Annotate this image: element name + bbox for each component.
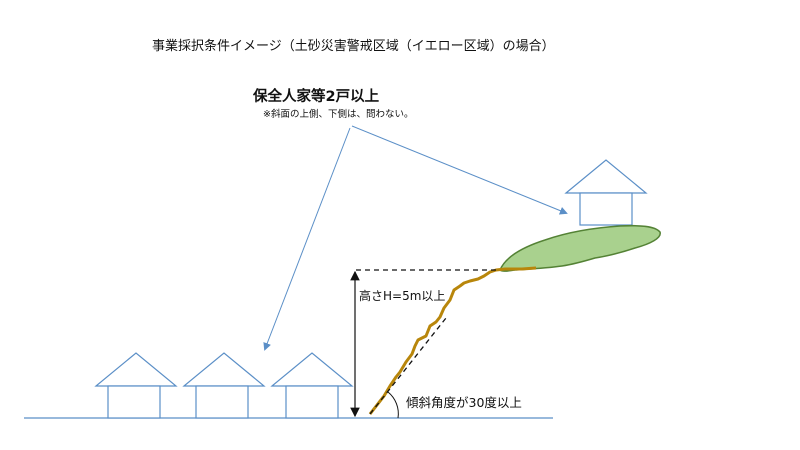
slope-surface xyxy=(368,266,537,415)
house-lower-1-icon xyxy=(94,352,178,419)
angle-label: 傾斜角度が30度以上 xyxy=(406,395,522,410)
arrow-to-lower-houses xyxy=(263,127,351,351)
vegetation-area xyxy=(499,224,661,272)
house-lower-2-icon xyxy=(182,352,266,419)
house-lower-3-icon xyxy=(270,352,354,419)
diagram-title: 事業採択条件イメージ（土砂災害警戒区域（イエロー区域）の場合） xyxy=(152,38,555,54)
height-label: 高さH=5m以上 xyxy=(359,288,445,303)
angle-arc xyxy=(387,391,399,419)
houses-label: 保全人家等2戸以上 xyxy=(252,87,380,105)
house-upper-icon xyxy=(564,159,648,226)
angle-reference-line xyxy=(369,317,447,415)
arrow-to-upper-house xyxy=(351,125,568,215)
houses-note: ※斜面の上側、下側は、問わない。 xyxy=(263,108,413,120)
